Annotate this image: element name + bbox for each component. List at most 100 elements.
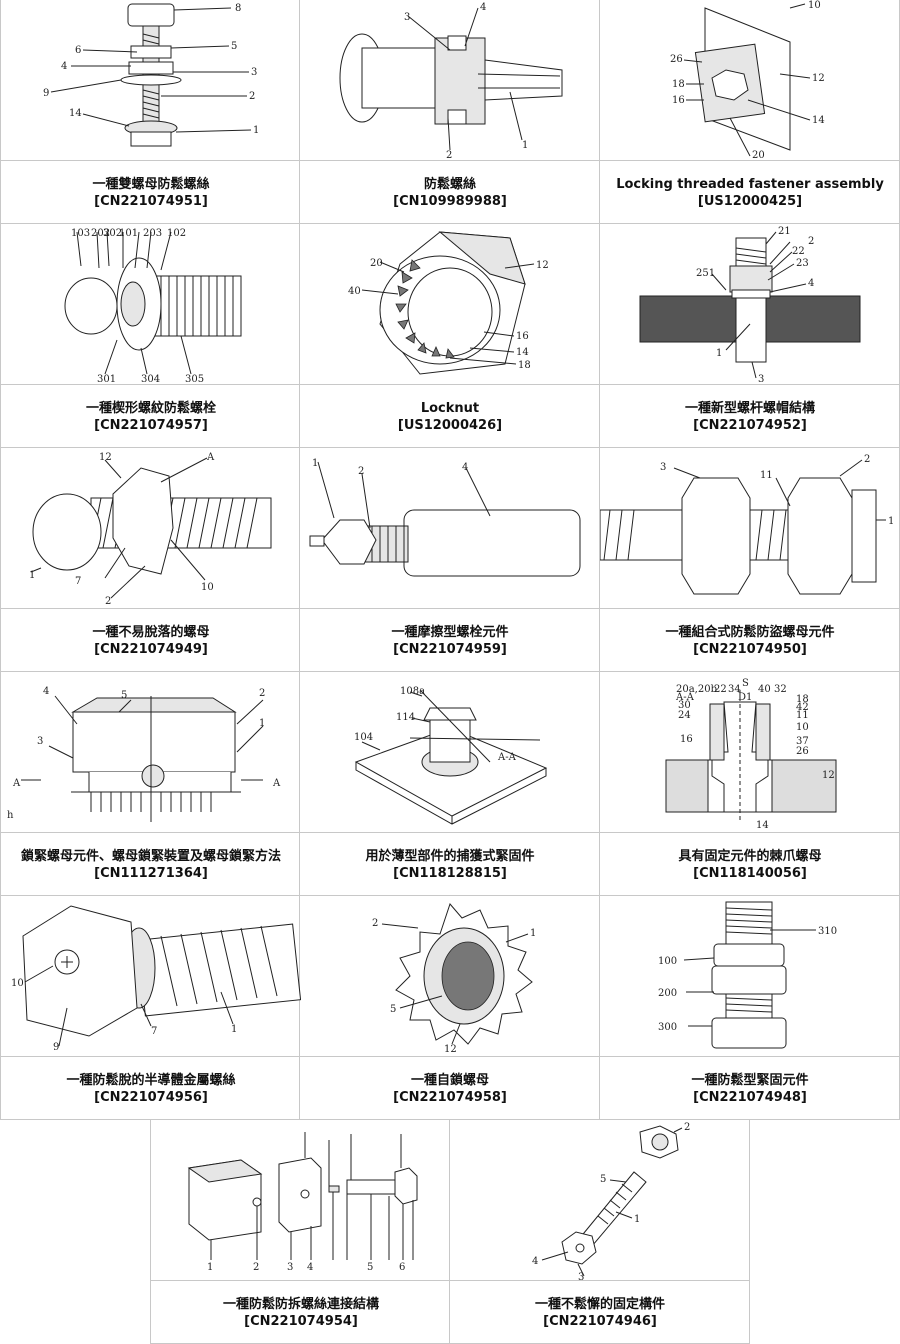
figure-label: 2 bbox=[864, 454, 870, 465]
figure-label: 1 bbox=[888, 516, 894, 527]
patent-card[interactable]: 1 2 4 一種摩擦型螺栓元件 [CN221074959] bbox=[300, 448, 600, 672]
patent-title: 用於薄型部件的捕獲式緊固件 bbox=[361, 848, 538, 865]
patent-card[interactable]: 8 6 5 4 3 9 2 14 1 一種雙螺母防鬆螺絲 [CN22107495… bbox=[0, 0, 300, 224]
patent-figure: 2 1 5 12 bbox=[300, 896, 600, 1056]
figure-label: 24 bbox=[678, 710, 691, 721]
figure-label: A bbox=[12, 778, 21, 789]
patent-number[interactable]: [CN221074949] bbox=[94, 641, 208, 658]
figure-label: 21 bbox=[778, 226, 791, 237]
figure-label: 23 bbox=[796, 258, 809, 269]
figure-label: 16 bbox=[672, 95, 685, 106]
figure-label: 12 bbox=[812, 73, 825, 84]
patent-figure: 4 5 2 3 1 A A h bbox=[1, 672, 301, 832]
figure-label: 12 bbox=[444, 1044, 457, 1055]
patent-title: 一種不鬆懈的固定構件 bbox=[531, 1296, 669, 1313]
patent-card[interactable]: 3 11 2 1 一種組合式防鬆防盜螺母元件 [CN221074950] bbox=[600, 448, 900, 672]
patent-figure: 10 26 12 18 16 14 20 bbox=[600, 0, 900, 160]
figure-label: 6 bbox=[399, 1262, 405, 1273]
patent-caption: 防鬆螺絲 [CN109989988] bbox=[300, 160, 600, 224]
patent-number[interactable]: [CN221074950] bbox=[693, 641, 807, 658]
figure-label: 1 bbox=[716, 348, 722, 359]
patent-number[interactable]: [US12000425] bbox=[698, 193, 802, 210]
figure-label: 3 bbox=[251, 67, 257, 78]
patent-title: 具有固定元件的棘爪螺母 bbox=[674, 848, 825, 865]
figure-label: 26 bbox=[670, 54, 683, 65]
patent-card[interactable]: 2 5 1 4 3 一種不鬆懈的固定構件 [CN221074946] bbox=[450, 1120, 750, 1344]
patent-card[interactable]: 310 100 200 300 一種防鬆型緊固元件 [CN221074948] bbox=[600, 896, 900, 1120]
figure-label: 14 bbox=[756, 820, 769, 831]
patent-card[interactable]: 12 A 1 7 2 10 一種不易脫落的螺母 [CN221074949] bbox=[0, 448, 300, 672]
figure-label: 9 bbox=[53, 1042, 59, 1053]
patent-figure: 310 100 200 300 bbox=[600, 896, 900, 1056]
patent-title: 一種新型螺杆螺帽結構 bbox=[681, 400, 819, 417]
patent-number[interactable]: [CN111271364] bbox=[94, 865, 208, 882]
figure-label: 1 bbox=[231, 1024, 237, 1035]
figure-label: 4 bbox=[43, 686, 49, 697]
figure-label: 5 bbox=[367, 1262, 373, 1273]
figure-label: 1 bbox=[207, 1262, 213, 1273]
figure-label: 10 bbox=[796, 722, 809, 733]
patent-caption: 一種組合式防鬆防盜螺母元件 [CN221074950] bbox=[600, 608, 900, 672]
patent-caption: 一種摩擦型螺栓元件 [CN221074959] bbox=[300, 608, 600, 672]
patent-card[interactable]: 21 2 22 23 251 4 1 3 一種新型螺杆螺帽結構 [CN22107… bbox=[600, 224, 900, 448]
patent-number[interactable]: [CN221074959] bbox=[393, 641, 507, 658]
figure-label: 305 bbox=[185, 374, 204, 384]
patent-number[interactable]: [CN221074948] bbox=[693, 1089, 807, 1106]
figure-label: 4 bbox=[61, 61, 67, 72]
figure-label: 1 bbox=[259, 718, 265, 729]
figure-label: 10 bbox=[808, 0, 821, 11]
figure-label: 9 bbox=[43, 88, 49, 99]
patent-figure: 3 4 2 1 bbox=[300, 0, 600, 160]
figure-label: 12 bbox=[99, 452, 112, 463]
patent-card[interactable]: 10 9 7 1 一種防鬆脫的半導體金屬螺絲 [CN221074956] bbox=[0, 896, 300, 1120]
figure-label: 11 bbox=[796, 710, 809, 721]
patent-number[interactable]: [CN221074951] bbox=[94, 193, 208, 210]
figure-label: 2 bbox=[684, 1122, 690, 1133]
figure-label: 304 bbox=[141, 374, 160, 384]
figure-label: 22 bbox=[714, 684, 727, 695]
patent-title: 防鬆螺絲 bbox=[420, 176, 480, 193]
figure-label: 40 bbox=[348, 286, 361, 297]
patent-caption: 一種不易脫落的螺母 [CN221074949] bbox=[1, 608, 301, 672]
patent-figure: 20 40 12 16 14 18 bbox=[300, 224, 600, 384]
figure-label: 7 bbox=[151, 1026, 157, 1037]
patent-card[interactable]: 20 40 12 16 14 18 Locknut [US12000426] bbox=[300, 224, 600, 448]
patent-number[interactable]: [CN109989988] bbox=[393, 193, 507, 210]
patent-card[interactable]: 3 4 2 1 防鬆螺絲 [CN109989988] bbox=[300, 0, 600, 224]
figure-label: h bbox=[7, 810, 14, 821]
patent-title: 一種防鬆型緊固元件 bbox=[687, 1072, 812, 1089]
figure-label: 1 bbox=[522, 140, 528, 151]
patent-card[interactable]: 1 2 3 4 5 6 一種防鬆防拆螺絲連接結構 [CN221074954] bbox=[150, 1120, 450, 1344]
patent-card[interactable]: 103 202 101 203 102 302 301 304 305 一種楔形… bbox=[0, 224, 300, 448]
patent-card[interactable]: 108a 114 104 A-A 用於薄型部件的捕獲式緊固件 [CN118128… bbox=[300, 672, 600, 896]
patent-caption: 一種不鬆懈的固定構件 [CN221074946] bbox=[450, 1280, 750, 1344]
patent-number[interactable]: [CN221074957] bbox=[94, 417, 208, 434]
patent-card[interactable]: 10 26 12 18 16 14 20 Locking threaded fa… bbox=[600, 0, 900, 224]
patent-number[interactable]: [CN221074954] bbox=[244, 1313, 358, 1330]
figure-label: 1 bbox=[312, 458, 318, 469]
patent-title: 一種防鬆脫的半導體金屬螺絲 bbox=[62, 1072, 239, 1089]
figure-label: 14 bbox=[812, 115, 825, 126]
patent-card[interactable]: 4 5 2 3 1 A A h 鎖緊螺母元件、螺母鎖緊裝置及螺母鎖緊方法 [CN… bbox=[0, 672, 300, 896]
patent-figure: 3 11 2 1 bbox=[600, 448, 900, 608]
patent-caption: 一種自鎖螺母 [CN221074958] bbox=[300, 1056, 600, 1120]
patent-number[interactable]: [CN118128815] bbox=[393, 865, 507, 882]
patent-caption: 一種防鬆防拆螺絲連接結構 [CN221074954] bbox=[151, 1280, 451, 1344]
patent-caption: 鎖緊螺母元件、螺母鎖緊裝置及螺母鎖緊方法 [CN111271364] bbox=[1, 832, 301, 896]
figure-label: 11 bbox=[760, 470, 773, 481]
patent-number[interactable]: [CN221074946] bbox=[543, 1313, 657, 1330]
patent-number[interactable]: [US12000426] bbox=[398, 417, 502, 434]
figure-label: 108a bbox=[400, 686, 425, 697]
figure-label: 16 bbox=[680, 734, 693, 745]
figure-label: 1 bbox=[29, 570, 35, 581]
patent-number[interactable]: [CN221074956] bbox=[94, 1089, 208, 1106]
patent-title: 一種組合式防鬆防盜螺母元件 bbox=[661, 624, 838, 641]
patent-title: 一種楔形螺紋防鬆螺栓 bbox=[82, 400, 220, 417]
figure-label: 22 bbox=[792, 246, 805, 257]
patent-number[interactable]: [CN221074958] bbox=[393, 1089, 507, 1106]
patent-card[interactable]: S 20a,20b 22 34 40 32 A-A D1 18 30 42 24… bbox=[600, 672, 900, 896]
patent-number[interactable]: [CN118140056] bbox=[693, 865, 807, 882]
patent-number[interactable]: [CN221074952] bbox=[693, 417, 807, 434]
figure-label: 2 bbox=[446, 150, 452, 160]
patent-card[interactable]: 2 1 5 12 一種自鎖螺母 [CN221074958] bbox=[300, 896, 600, 1120]
